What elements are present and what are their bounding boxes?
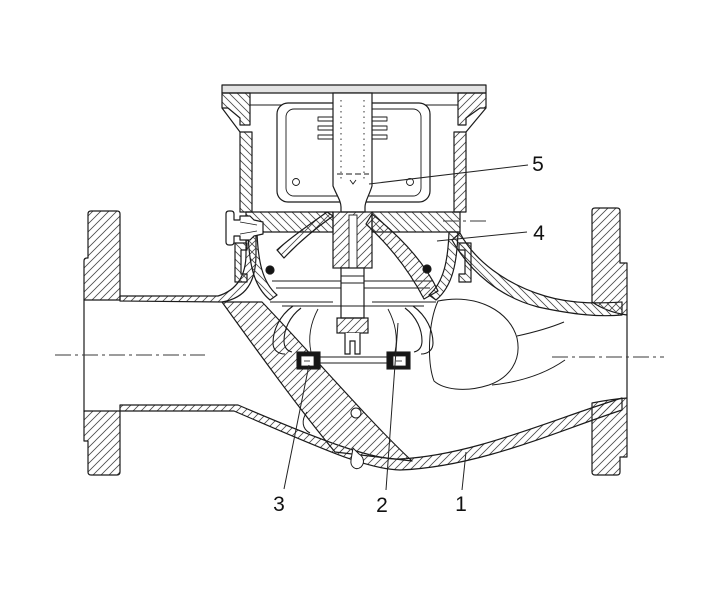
leader-3 [283, 364, 310, 490]
seal-ring-right [386, 351, 411, 370]
flow-chamber [302, 298, 566, 470]
right-flange [591, 207, 628, 476]
callout-3: 3 [273, 493, 285, 516]
test-plug [225, 210, 264, 246]
impeller-and-seat [272, 305, 434, 370]
callout-5: 5 [532, 153, 544, 176]
top-mounting-plate [221, 84, 487, 94]
leader-2 [385, 322, 399, 491]
callout-labels: 1 2 3 4 5 [273, 153, 545, 517]
centerlines [55, 220, 664, 358]
rotor-cone [365, 213, 439, 300]
left-flange [83, 210, 121, 476]
seal-ring-left [296, 351, 321, 370]
leader-4 [436, 231, 528, 242]
body-web [221, 301, 413, 462]
leader-1 [461, 451, 467, 491]
valve-body-section [83, 207, 628, 476]
callout-4: 4 [533, 222, 545, 245]
callout-leaders [283, 164, 529, 491]
o-ring-left [265, 265, 275, 275]
body-shoulder [451, 232, 623, 317]
callout-2: 2 [376, 494, 388, 517]
callout-1: 1 [455, 493, 467, 516]
spindle [332, 92, 373, 355]
o-ring-right [422, 264, 432, 274]
leader-5 [368, 164, 529, 185]
